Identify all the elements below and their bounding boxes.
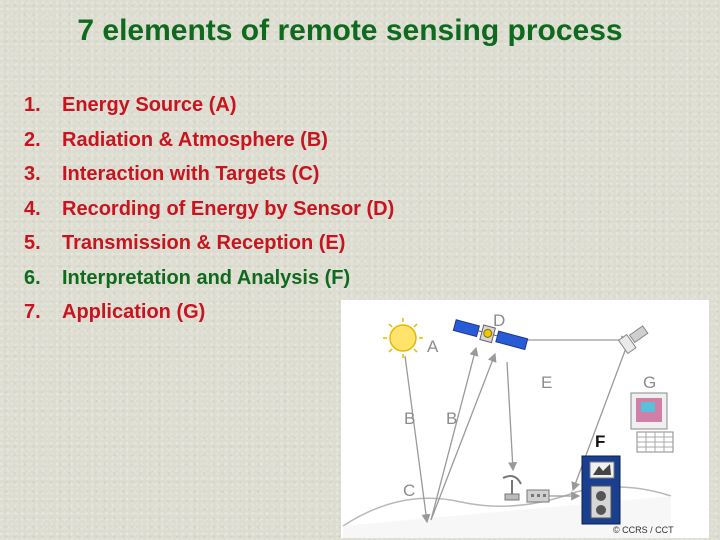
label-g: G [643, 373, 656, 392]
item-label: Radiation & Atmosphere (B) [62, 128, 328, 151]
list-item: 1. Energy Source (A) [24, 88, 394, 123]
credit-text: © CCRS / CCT [613, 525, 674, 535]
item-number: 6. [24, 266, 41, 289]
item-label: Interpretation and Analysis (F) [62, 266, 351, 289]
item-number: 4. [24, 197, 41, 220]
label-c: C [403, 481, 415, 500]
list-item: 6. Interpretation and Analysis (F) [24, 261, 394, 296]
item-label: Recording of Energy by Sensor (D) [62, 197, 395, 220]
ground-station-icon [526, 489, 550, 503]
list-item: 7. Application (G) [24, 295, 394, 330]
list-item: 5. Transmission & Reception (E) [24, 226, 394, 261]
map-document-icon [630, 392, 674, 453]
list-item: 4. Recording of Energy by Sensor (D) [24, 192, 394, 227]
label-e: E [541, 373, 552, 392]
satellite-icon [452, 319, 529, 351]
diagram-canvas: A B B C D E G F © CCRS / CCT [342, 311, 674, 538]
list-item: 2. Radiation & Atmosphere (B) [24, 123, 394, 158]
label-f: F [595, 432, 605, 451]
item-label: Interaction with Targets (C) [62, 163, 320, 185]
item-label: Transmission & Reception (E) [62, 232, 346, 254]
satellite-dish-icon [502, 475, 522, 501]
label-b-reflected: B [446, 409, 457, 428]
item-number: 5. [24, 232, 41, 254]
item-number: 3. [24, 163, 41, 185]
item-number: 1. [24, 94, 41, 116]
list-item: 3. Interaction with Targets (C) [24, 157, 394, 192]
item-number: 7. [24, 301, 41, 323]
label-b-incoming: B [404, 409, 415, 428]
workstation-icon [581, 455, 621, 525]
label-a: A [427, 337, 439, 356]
item-label: Application (G) [62, 301, 206, 323]
slide-title: 7 elements of remote sensing process [77, 14, 623, 47]
relay-satellite-icon [617, 325, 649, 355]
elements-list: 1. Energy Source (A) 2. Radiation & Atmosp… [24, 88, 394, 330]
item-number: 2. [24, 128, 41, 151]
item-label: Energy Source (A) [62, 94, 237, 116]
label-d: D [493, 311, 505, 330]
sun-icon [383, 318, 423, 358]
remote-sensing-diagram: A B B C D E G F © CCRS / CCT [341, 300, 709, 538]
